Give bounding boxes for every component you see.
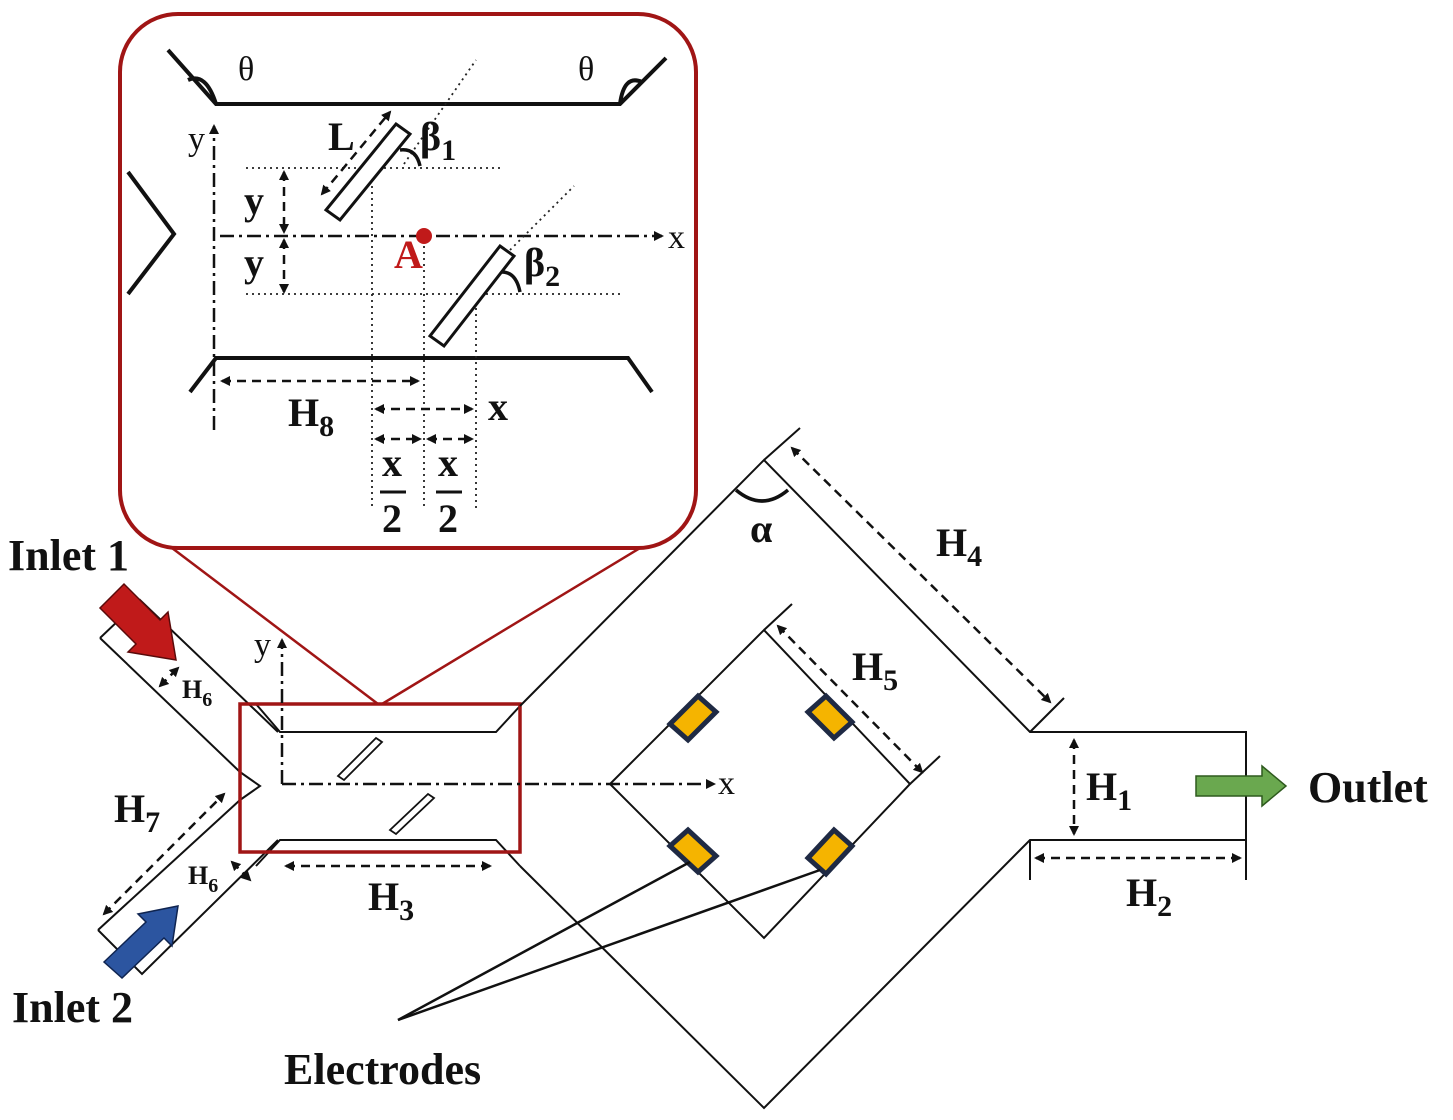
dim-h6-lower-label: H6 bbox=[188, 861, 218, 897]
electrode-bottom-left bbox=[666, 826, 720, 876]
beta2-label: β2 bbox=[524, 240, 560, 293]
alpha-arc bbox=[734, 488, 790, 503]
point-a-label: A bbox=[394, 232, 423, 277]
dim-y-upper: y bbox=[244, 178, 264, 223]
electrode-top-left bbox=[666, 692, 720, 744]
inlet1-label: Inlet 1 bbox=[8, 531, 129, 580]
dim-y-lower: y bbox=[244, 240, 264, 285]
inset-left-wedge bbox=[126, 170, 177, 296]
inlet2-channel bbox=[239, 771, 262, 801]
inlet1-arrow bbox=[98, 582, 177, 661]
electrode-top-right bbox=[804, 692, 856, 742]
outlet-arrow bbox=[1195, 764, 1288, 808]
dim-h6-upper-label: H6 bbox=[182, 675, 212, 711]
half-x-right: x 2 bbox=[436, 440, 462, 541]
zoom-leader-right bbox=[381, 546, 641, 706]
electrode-pointer-1 bbox=[397, 860, 691, 1022]
alpha-label: α bbox=[750, 506, 772, 551]
beta2-arc bbox=[501, 270, 522, 293]
dim-h1-label: H1 bbox=[1086, 764, 1132, 817]
dim-h5-label: H5 bbox=[852, 644, 898, 697]
svg-text:x: x bbox=[718, 765, 735, 802]
zoom-region-box bbox=[238, 702, 522, 854]
point-a-marker bbox=[416, 228, 432, 244]
dim-x-label: x bbox=[488, 384, 508, 429]
electrodes-label: Electrodes bbox=[284, 1045, 481, 1094]
inset-bottom-wall bbox=[188, 356, 654, 394]
svg-text:y: y bbox=[254, 627, 271, 664]
dim-h8-label: H8 bbox=[288, 390, 334, 443]
zoom-leader-left bbox=[171, 547, 379, 705]
theta-left-label: θ bbox=[238, 51, 254, 88]
inset-x-axis-label: x bbox=[668, 219, 685, 256]
half-x-left: x 2 bbox=[380, 440, 406, 541]
baffle-2 bbox=[427, 243, 517, 349]
beta1-label: β1 bbox=[420, 114, 456, 167]
diamond-outer bbox=[519, 458, 1247, 1110]
svg-text:2: 2 bbox=[438, 496, 458, 541]
theta-right-label: θ bbox=[578, 51, 594, 88]
svg-text:x: x bbox=[438, 440, 458, 485]
inset-top-wall bbox=[166, 48, 668, 106]
dim-h4-label: H4 bbox=[936, 520, 982, 573]
electrode-pointer-2 bbox=[397, 868, 821, 1022]
inlet2-label: Inlet 2 bbox=[12, 983, 133, 1032]
outlet-label: Outlet bbox=[1308, 763, 1428, 812]
inset-y-axis-label: y bbox=[188, 121, 205, 158]
length-l-label: L bbox=[328, 114, 355, 159]
inlet2-arrow bbox=[102, 905, 179, 980]
dim-h3-label: H3 bbox=[368, 874, 414, 927]
zoom-inset-frame bbox=[118, 12, 698, 550]
svg-text:x: x bbox=[382, 440, 402, 485]
dim-h7-label: H7 bbox=[114, 786, 160, 839]
electrode-bottom-right bbox=[804, 826, 856, 878]
beta1-arc bbox=[399, 148, 422, 167]
svg-text:2: 2 bbox=[382, 496, 402, 541]
dim-h2-label: H2 bbox=[1126, 870, 1172, 923]
